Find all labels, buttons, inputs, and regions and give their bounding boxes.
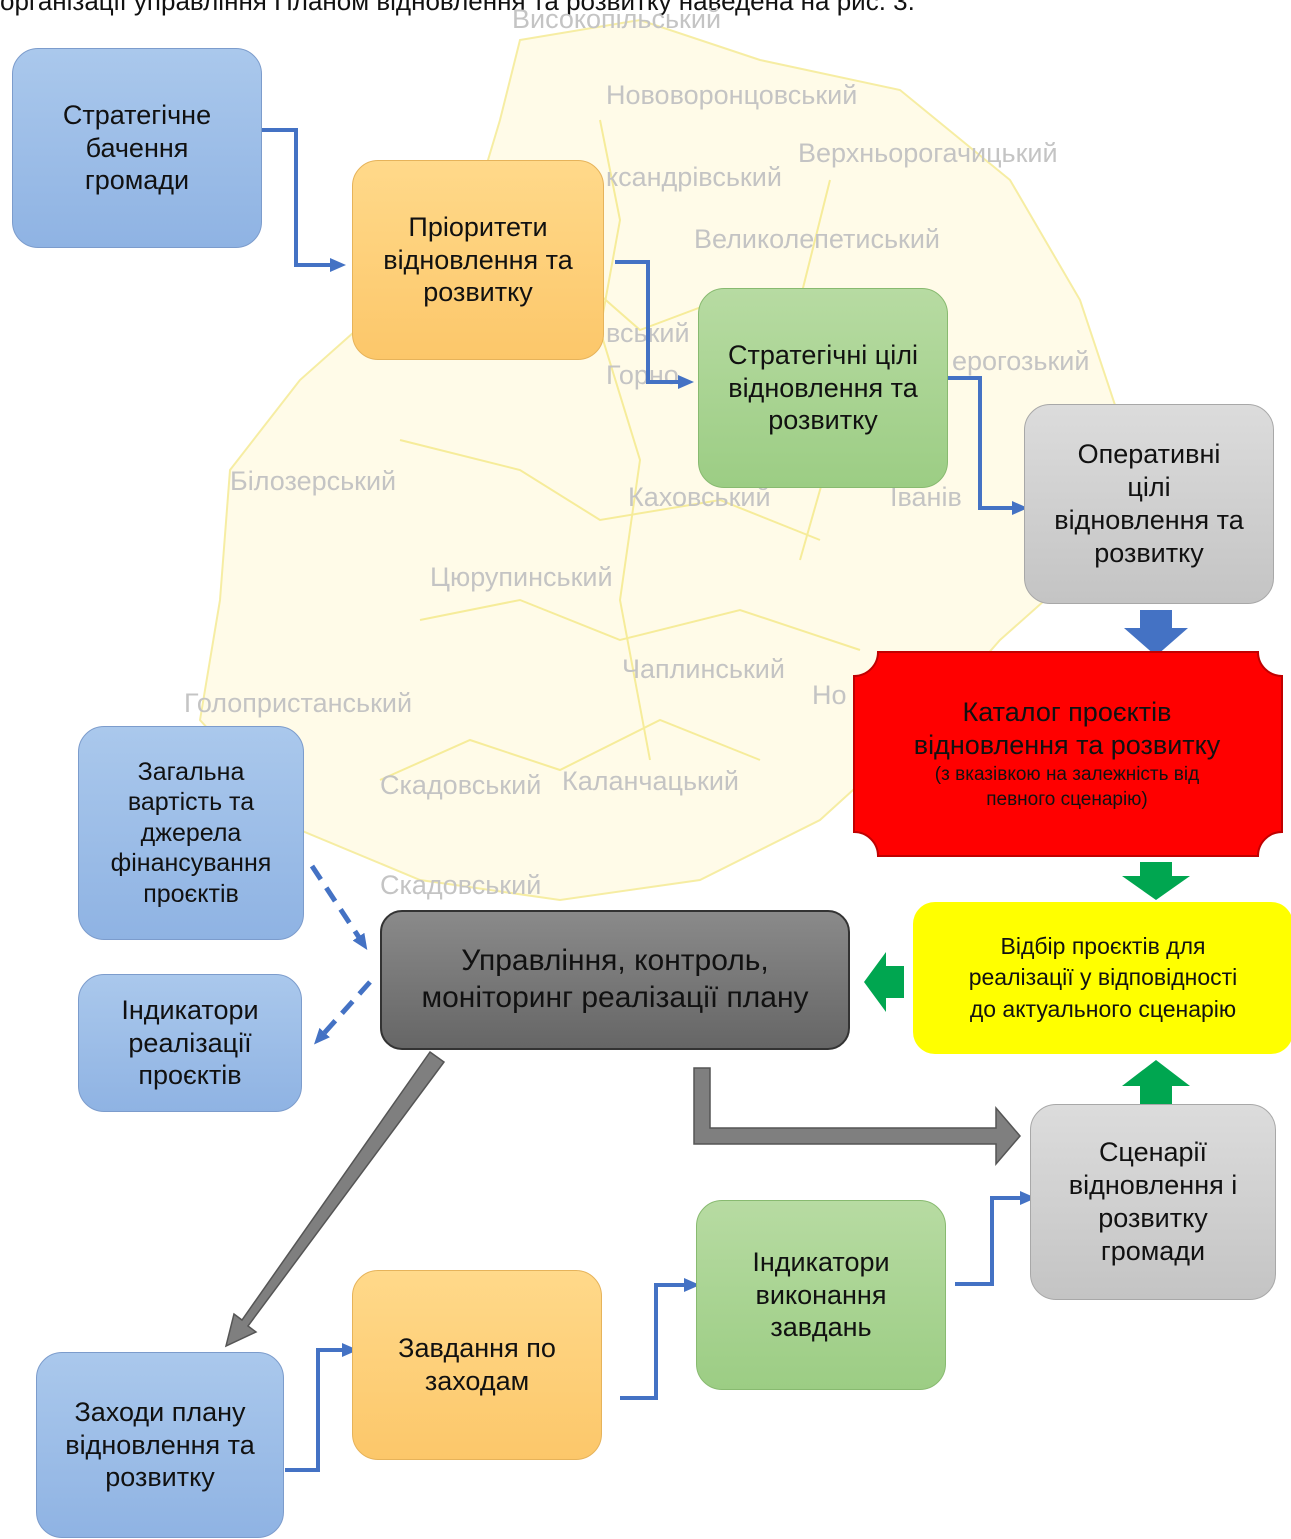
strategic-goals-box: Стратегічні цілі відновлення та розвитку [698, 288, 948, 488]
box-line: виконання [755, 1279, 887, 1310]
measures-box: Заходи плану відновлення та розвитку [36, 1352, 284, 1538]
box-line: завдань [770, 1312, 872, 1343]
catalog-box: Каталог проєктів відновлення та розвитку… [852, 652, 1282, 856]
block-arrow-left-green [864, 952, 904, 1012]
connector-priorities-strategic [615, 260, 694, 389]
box-line: моніторинг реалізації плану [421, 981, 809, 1014]
box-line: розвитку [105, 1462, 215, 1493]
map-label: Каланчацький [562, 766, 740, 796]
box-line: бачення [85, 132, 189, 163]
catalog-line: відновлення та розвитку [913, 730, 1221, 761]
box-line: цілі [1127, 472, 1171, 503]
box-line: заходам [424, 1366, 530, 1396]
box-line: відновлення та [383, 244, 573, 275]
scenarios-box: Сценарії відновлення і розвитку громади [1030, 1104, 1276, 1300]
catalog-note: певного сценарію) [986, 788, 1148, 810]
box-line: Індикатори [121, 994, 259, 1025]
gray-arrow-to-scenarios [693, 1067, 1021, 1167]
box-line: відновлення та [65, 1429, 255, 1460]
dashed-arrow-cost [309, 864, 368, 951]
selection-box: Відбір проєктів для реалізації у відпові… [913, 902, 1291, 1054]
map-label: Білозерський [230, 466, 397, 496]
map-label: Верхньорогачицький [798, 138, 1058, 168]
box-line: відновлення та [728, 372, 918, 403]
map-label: Цюрупинський [430, 562, 613, 592]
box-line: Стратегічне [62, 99, 212, 130]
dashed-arrow-indicators [313, 980, 372, 1045]
box-line: розвитку [768, 405, 878, 436]
management-box: Управління, контроль, моніторинг реаліза… [380, 910, 850, 1050]
box-line: Індикатори [752, 1246, 890, 1277]
box-line: розвитку [423, 277, 533, 308]
strategic-vision-box: Стратегічне бачення громади [12, 48, 262, 248]
box-line: Стратегічні цілі [728, 339, 918, 370]
catalog-shape [853, 651, 1283, 857]
connector-indicators-scenarios [955, 1191, 1036, 1286]
priorities-box: Пріоритети відновлення та розвитку [352, 160, 604, 360]
map-label: Но [812, 680, 847, 710]
map-label: Скадовський [380, 870, 542, 900]
gray-arrow-to-measures [224, 1050, 446, 1348]
catalog-note: (з вказівкою на залежність від [934, 764, 1200, 786]
box-line: вартість та [127, 788, 255, 817]
box-line: реалізації [128, 1027, 252, 1058]
box-line: розвитку [1094, 537, 1204, 568]
box-line: реалізації у відповідності [968, 964, 1238, 991]
connector-vision-priorities [262, 128, 346, 272]
box-line: Загальна [137, 757, 245, 786]
box-line: Оперативні [1077, 439, 1221, 470]
task-indicators-box: Індикатори виконання завдань [696, 1200, 946, 1390]
map-label: Високопільський [512, 4, 722, 34]
block-arrow-down-blue [1124, 610, 1188, 656]
box-line: громади [1100, 1235, 1206, 1266]
map-label: Нововоронцовський [606, 80, 858, 110]
box-line: Заходи плану [74, 1396, 246, 1427]
connector-tasks-indicators [620, 1278, 700, 1400]
box-line: Завдання по [398, 1333, 556, 1364]
tasks-box: Завдання по заходам [352, 1270, 602, 1460]
box-line: до актуального сценарію [969, 995, 1237, 1022]
map-label: ерогозький [952, 346, 1090, 376]
map-label: Горно [606, 360, 679, 390]
box-line: громади [84, 165, 190, 196]
operational-goals-box: Оперативні цілі відновлення та розвитку [1024, 404, 1274, 604]
box-line: Сценарії [1098, 1137, 1208, 1168]
box-line: Пріоритети [408, 211, 548, 242]
map-label: ксандрівський [606, 162, 782, 192]
box-line: Відбір проєктів для [1000, 933, 1206, 960]
map-label: Скадовський [380, 770, 542, 800]
connector-measures-tasks [285, 1343, 358, 1472]
box-line: Управління, контроль, [461, 944, 769, 978]
box-line: проєктів [143, 879, 239, 908]
map-label: Голопристанський [184, 688, 413, 718]
map-label: Великолепетиський [694, 224, 941, 254]
box-line: розвитку [1098, 1203, 1208, 1233]
box-line: відновлення та [1054, 505, 1244, 535]
project-indicators-box: Індикатори реалізації проєктів [78, 974, 302, 1112]
box-line: джерела [140, 818, 242, 847]
catalog-line: Каталог проєктів [962, 696, 1172, 727]
block-arrow-up-green [1122, 1060, 1190, 1110]
block-arrow-down-green [1122, 862, 1190, 900]
connector-strategic-operational [947, 376, 1028, 515]
box-line: відновлення і [1068, 1170, 1238, 1201]
header-text: організації управління Планом відновленн… [0, 0, 915, 16]
box-line: фінансування [110, 849, 272, 878]
box-line: проєктів [138, 1060, 242, 1091]
map-label: Чаплинський [622, 654, 785, 684]
cost-box: Загальна вартість та джерела фінансуванн… [78, 726, 304, 940]
